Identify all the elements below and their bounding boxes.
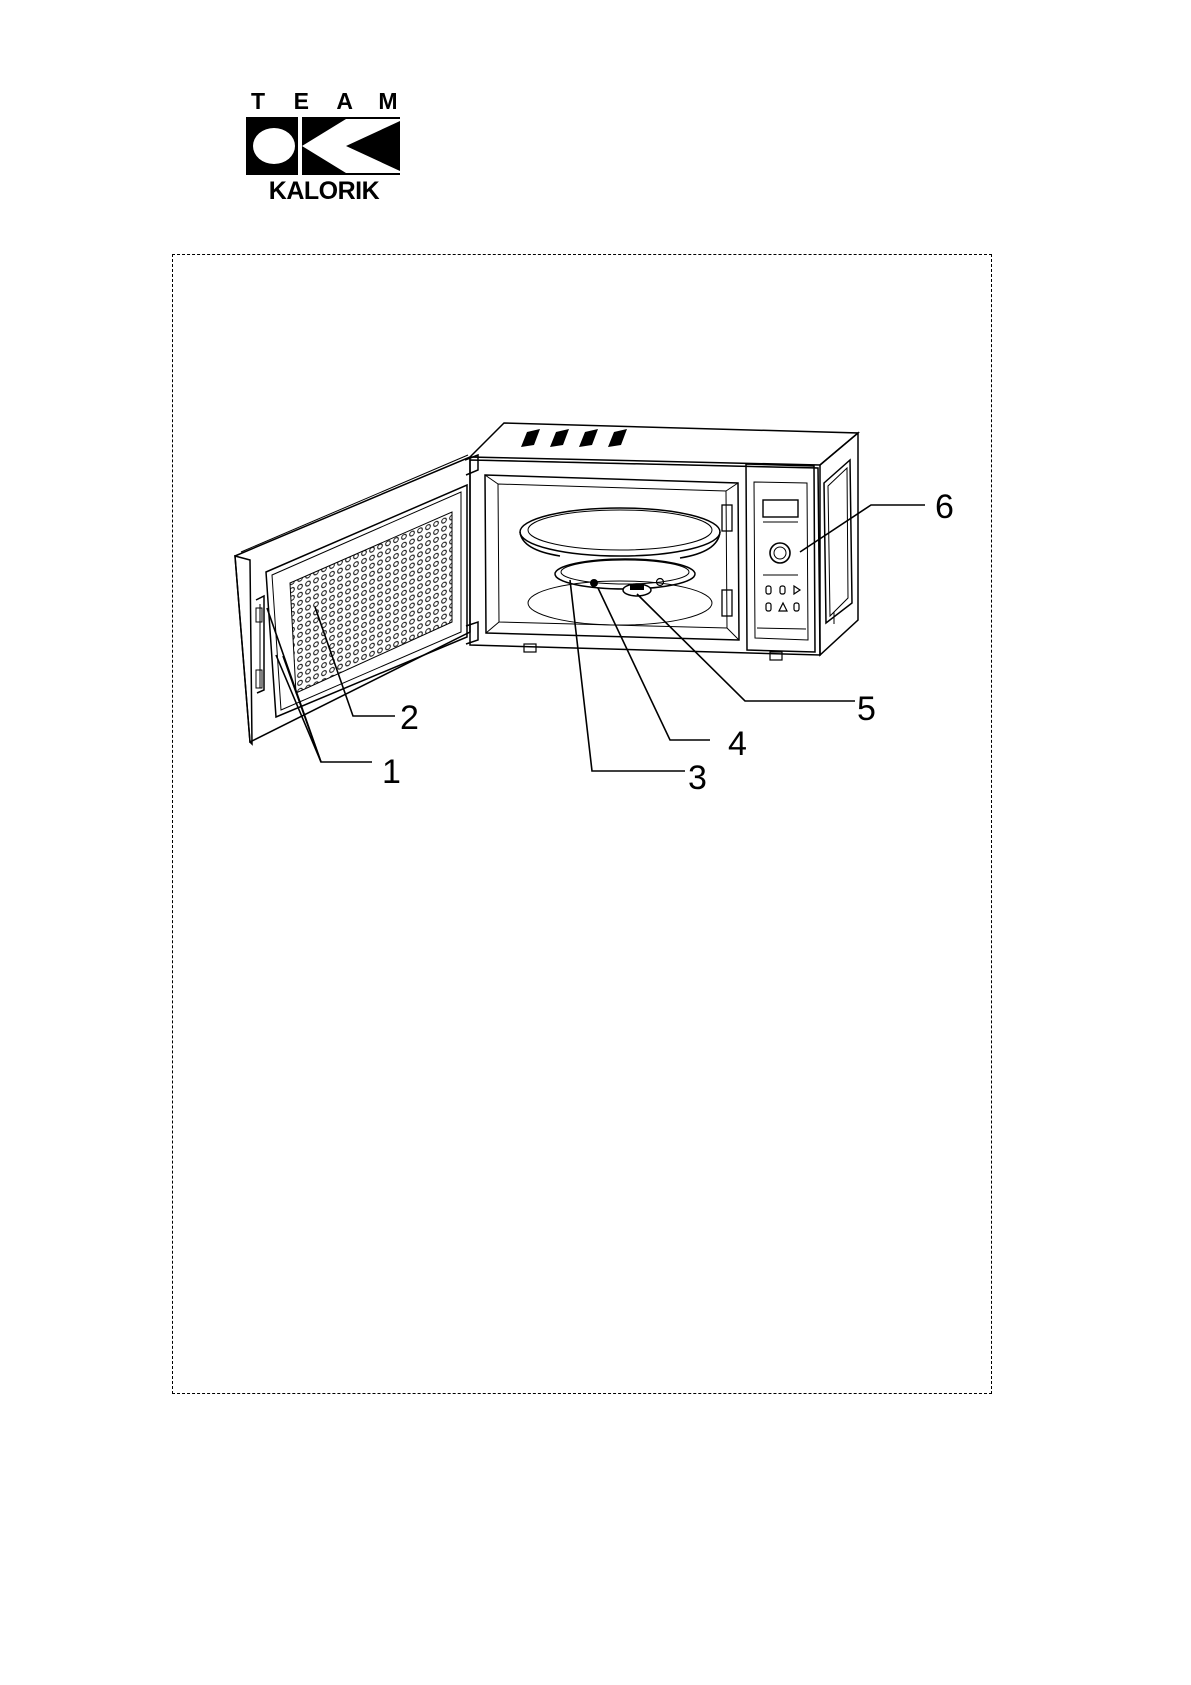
control-panel — [746, 464, 815, 652]
top-vents — [521, 429, 627, 447]
callout-label-1: 1 — [382, 753, 401, 791]
callout-label-2: 2 — [400, 699, 419, 737]
callout-label-3: 3 — [688, 759, 707, 797]
callout-label-5: 5 — [857, 690, 876, 728]
callout-label-6: 6 — [935, 488, 954, 526]
callout-labels: 1 2 3 4 5 6 — [382, 488, 954, 797]
turntable-assembly — [520, 508, 720, 596]
oven-cavity — [485, 475, 739, 640]
callout-label-4: 4 — [728, 725, 747, 763]
